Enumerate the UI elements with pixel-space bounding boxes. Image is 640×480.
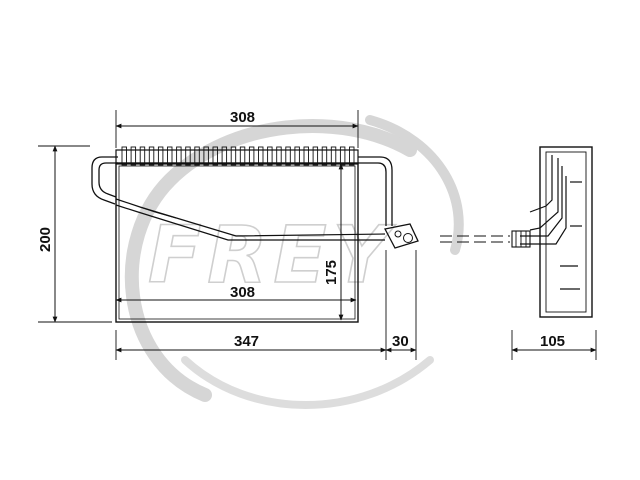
header-fin <box>248 146 255 166</box>
header-fin <box>185 146 191 166</box>
header-fin <box>239 146 246 166</box>
right-pipe <box>358 156 393 226</box>
header-fin <box>276 146 282 166</box>
header-fin <box>148 146 155 166</box>
header-fin <box>230 146 237 166</box>
side-view: 105 <box>511 146 597 360</box>
header-fin <box>303 146 309 166</box>
header-fin <box>321 146 328 166</box>
header-fin <box>330 146 337 166</box>
side-body <box>539 146 593 318</box>
header-fin <box>221 146 228 166</box>
header-fin <box>258 146 264 166</box>
dim-pipe-length: 30 <box>392 333 409 350</box>
header-fin <box>130 146 137 166</box>
header-fin <box>176 146 182 166</box>
dim-overall-height: 200 <box>37 227 54 252</box>
header-fin <box>312 146 319 166</box>
header-fin <box>294 146 300 166</box>
core-body <box>115 162 359 323</box>
header-fin <box>194 146 200 166</box>
header-fin <box>285 146 291 166</box>
top-header <box>115 149 359 165</box>
header-fin <box>267 146 273 166</box>
left-pipe-outer <box>91 156 118 205</box>
header-fin <box>139 146 146 166</box>
dim-top-width: 308 <box>230 109 255 126</box>
dim-overall-width: 347 <box>234 333 259 350</box>
watermark-text: FREY <box>148 211 397 301</box>
diagonal-pipe <box>115 198 386 237</box>
header-fin <box>167 146 173 166</box>
header-fin <box>203 146 209 166</box>
front-view: 308 308 175 200 347 30 <box>37 109 510 360</box>
dim-depth: 105 <box>540 333 565 350</box>
dim-core-height: 175 <box>323 260 340 285</box>
header-fin <box>121 146 127 166</box>
header-fin <box>157 146 164 166</box>
pipe-fitting <box>384 223 419 249</box>
dim-inner-width: 308 <box>230 284 255 301</box>
header-fins <box>121 146 355 166</box>
header-fin <box>212 146 218 166</box>
header-fin <box>349 146 355 166</box>
